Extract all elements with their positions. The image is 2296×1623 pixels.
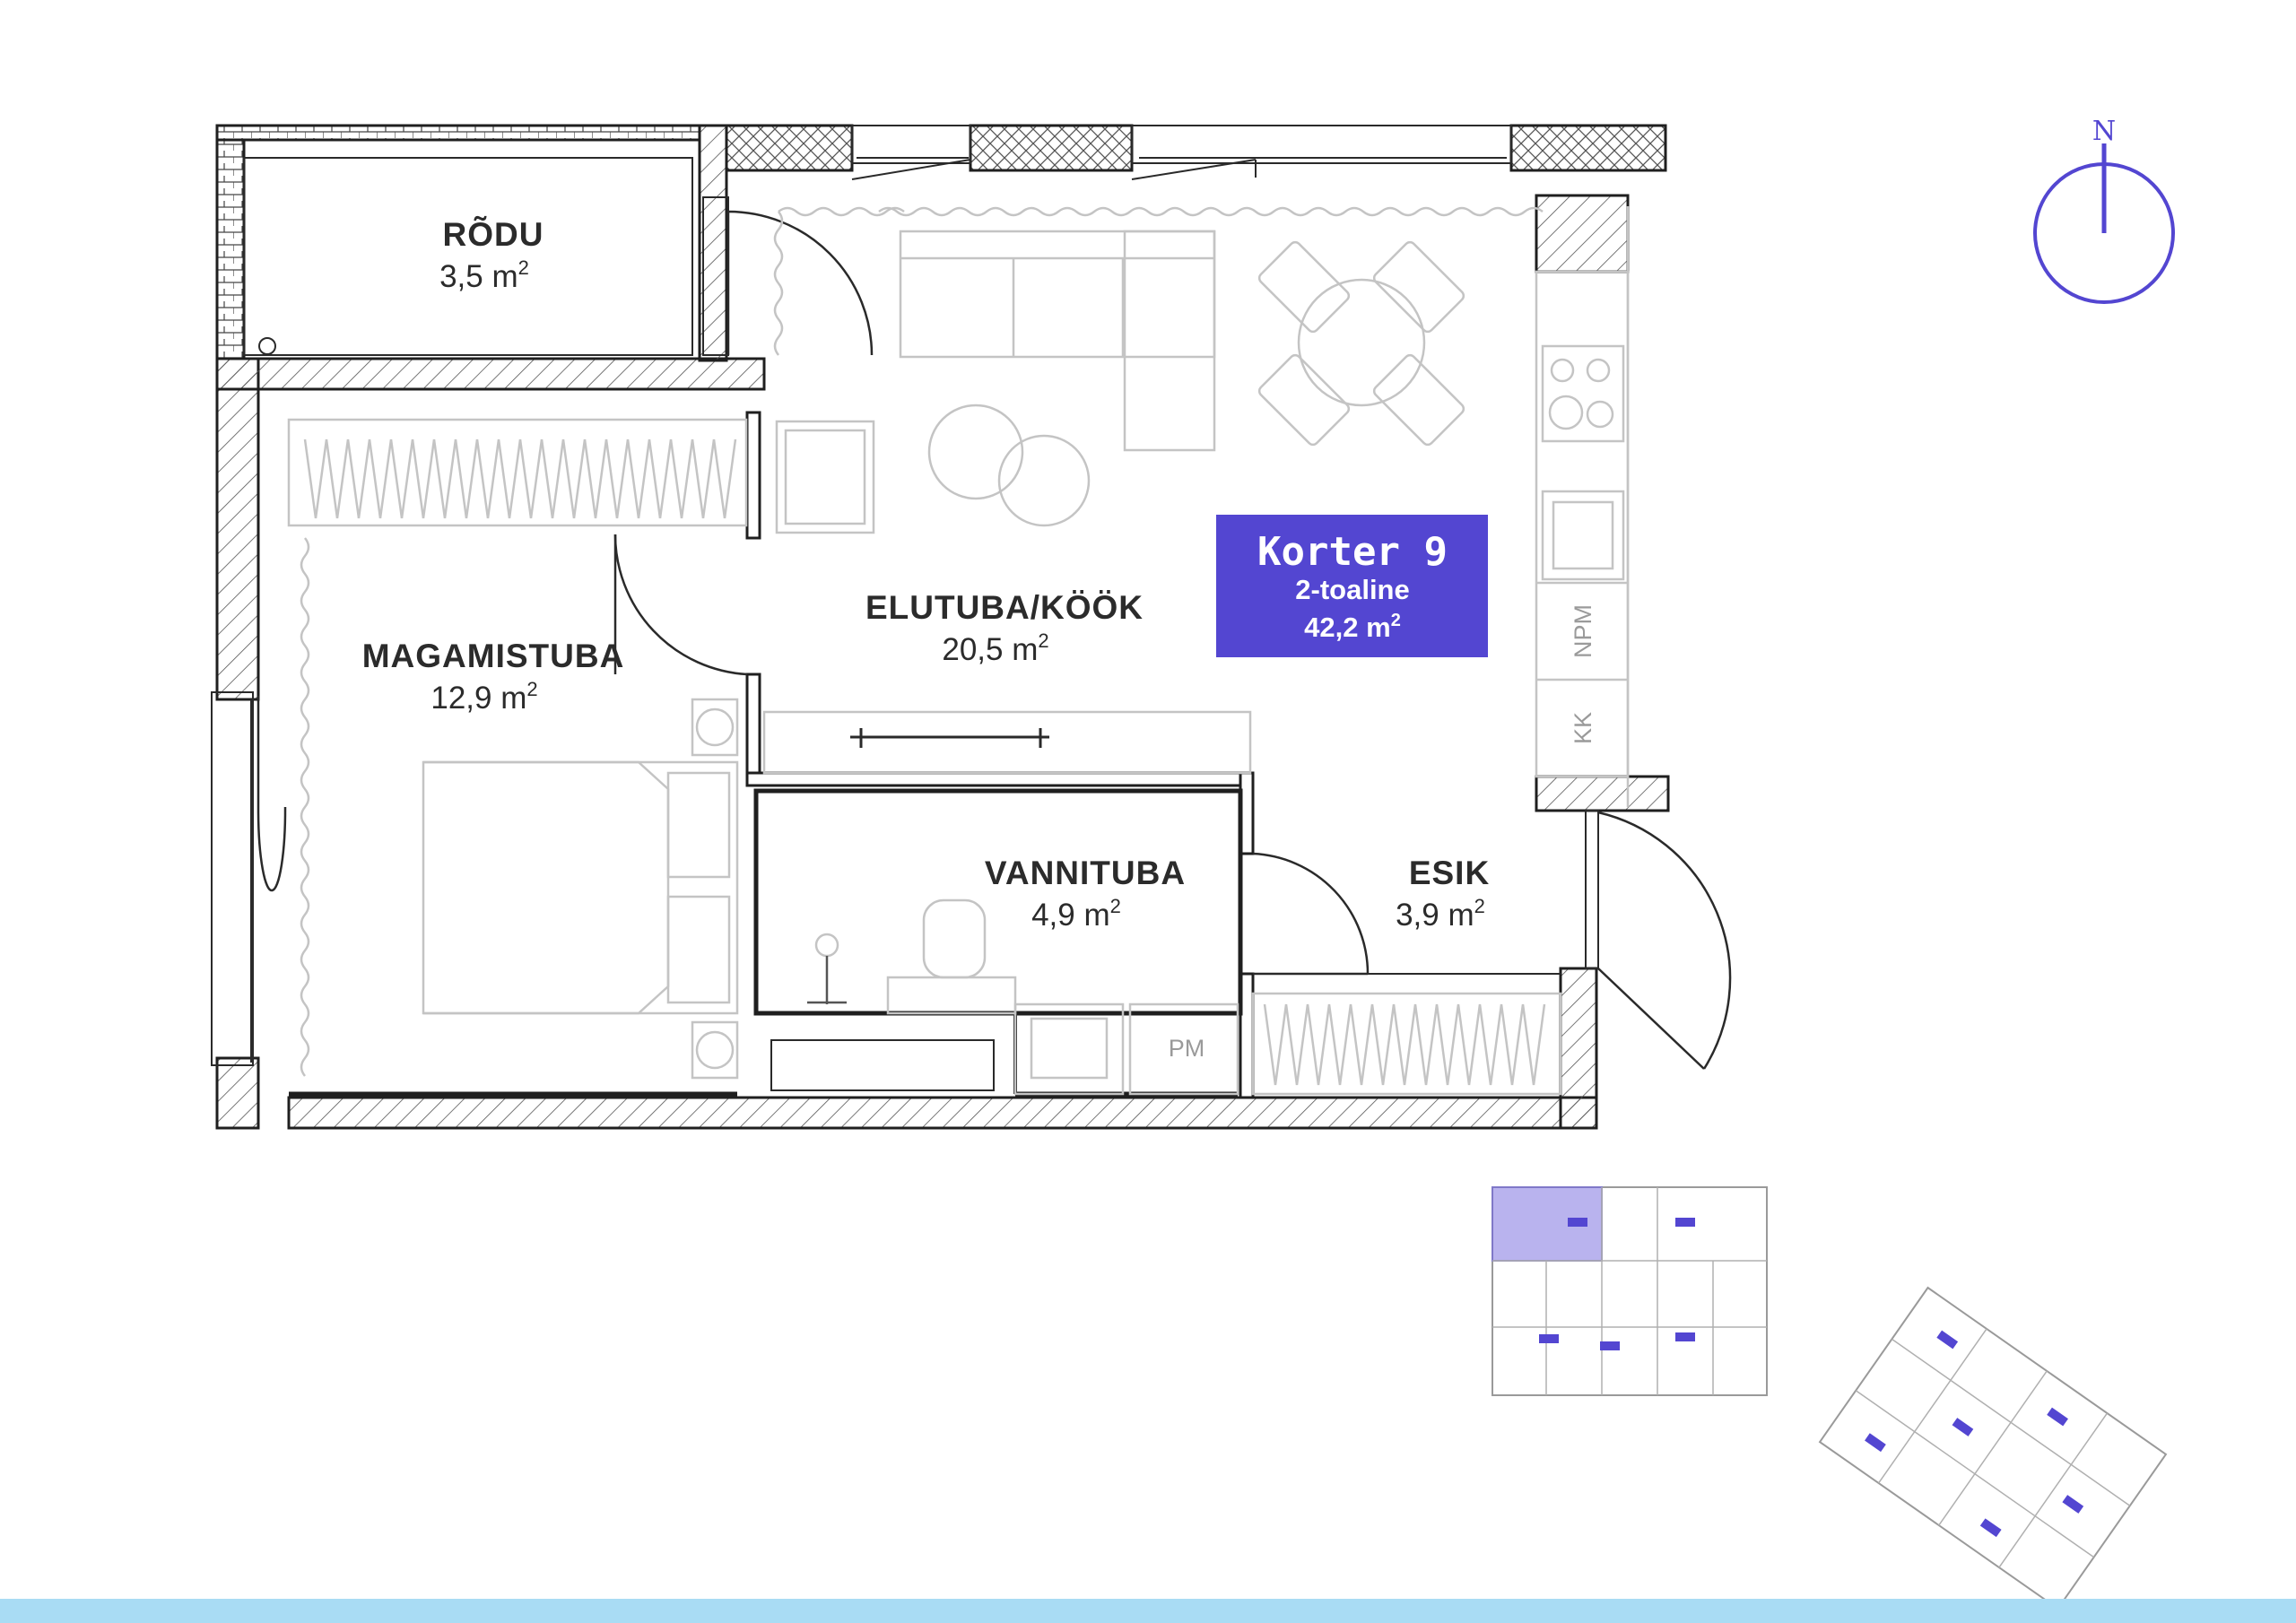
key-plan-building-b [1818,1286,2168,1610]
bottom-band [0,1599,2296,1623]
room-label-magamistuba: MAGAMISTUBA 12,9 m2 [362,638,625,716]
room-label-vannituba: VANNITUBA 4,9 m2 [985,855,1186,933]
fixture-label-pm: PM [1169,1035,1205,1062]
room-name: ELUTUBA/KÖÖK [865,589,1144,626]
north-arrow-icon: N [2033,116,2175,304]
svg-text:3,5 m2: 3,5 m2 [439,256,529,294]
svg-text:12,9 m2: 12,9 m2 [430,678,537,716]
room-name: ESIK [1409,855,1490,891]
doors [257,210,1732,1070]
room-label-esik: ESIK 3,9 m2 [1396,855,1490,933]
room-name: RÕDU [443,215,544,253]
apartment-title: Korter 9 [1257,529,1448,575]
svg-text:4,9 m2: 4,9 m2 [1031,895,1121,933]
apartment-badge: Korter 9 2-toaline 42,2 m2 [1216,515,1488,657]
svg-text:20,5 m2: 20,5 m2 [942,629,1048,667]
room-name: VANNITUBA [985,855,1186,891]
apartment-type: 2-toaline [1295,574,1409,605]
fixture-label-npm: NPM [1570,604,1596,658]
svg-text:3,9 m2: 3,9 m2 [1396,895,1485,933]
key-plan-building-a [1492,1186,1768,1396]
room-label-rodu: RÕDU 3,5 m2 [439,215,544,294]
apartment-area: 42,2 m2 [1304,611,1401,643]
furniture [287,206,1630,1096]
exterior-walls [215,124,1670,1130]
room-name: MAGAMISTUBA [362,638,625,674]
compass-letter: N [2092,116,2116,147]
balcony-railing [215,124,701,360]
room-label-elutuba: ELUTUBA/KÖÖK 20,5 m2 [865,589,1144,667]
curtains [300,206,1544,1077]
fixture-label-kk: KK [1570,712,1596,744]
windows [211,125,1599,1066]
